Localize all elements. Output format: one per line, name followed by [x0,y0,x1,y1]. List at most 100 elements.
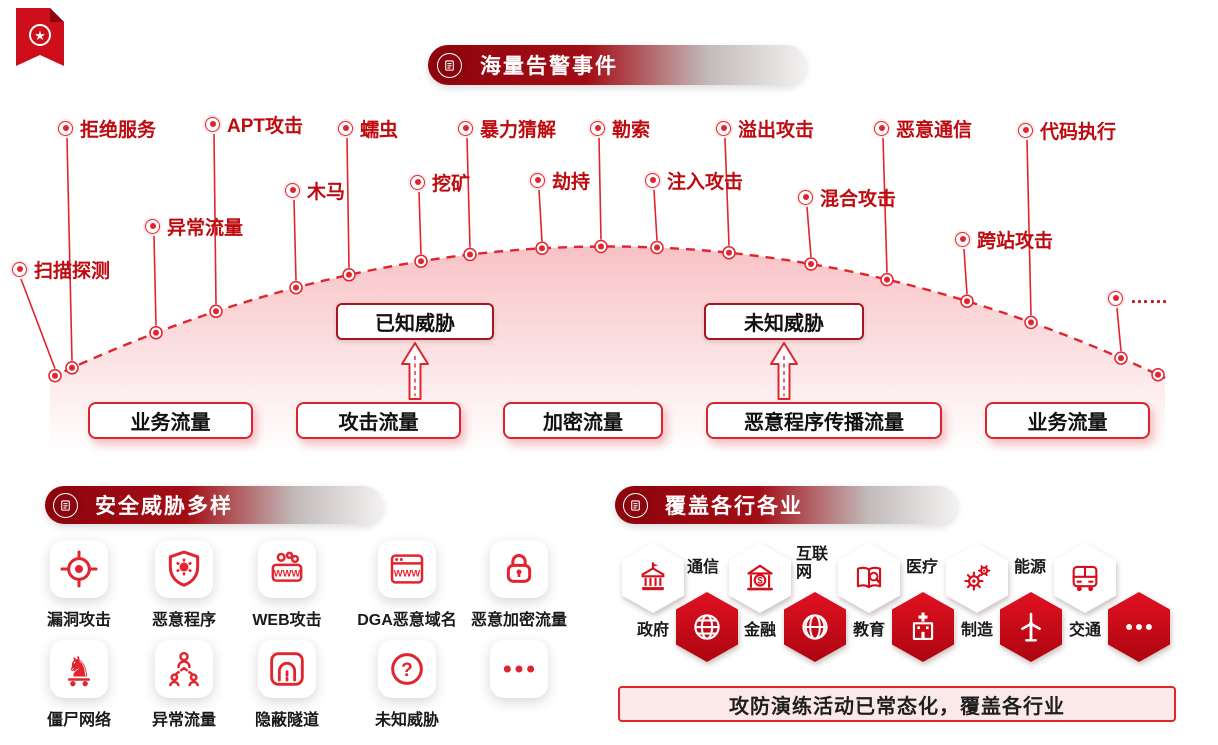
industry-label: 通信 [687,559,720,576]
threat-label: 拒绝服务 [58,117,157,141]
bus-icon [1068,561,1102,595]
svg-text:?: ? [401,660,413,681]
industry-hex-red [676,592,738,662]
threat-card [490,540,548,598]
threat-card-label: 漏洞攻击 [46,612,112,629]
threat-card-label: 恶意程序 [151,612,217,629]
threat-label: 勒索 [590,117,651,141]
threat-label: 暴力猜解 [458,117,557,141]
target-icon [59,549,99,589]
threat-label: 蠕虫 [338,117,399,141]
industry-hex-white [622,543,684,613]
threat-name: 注入攻击 [667,171,744,193]
industry-hex-white [838,543,900,613]
question-icon: ? [387,649,427,689]
education-icon [852,561,886,595]
threat-name: 混合攻击 [820,188,897,210]
hospital-icon [906,610,940,644]
threat-card: WWW [378,540,436,598]
abnormal-traffic-icon [164,649,204,689]
category-box: 未知威胁 [704,303,864,340]
threat-card-label: 僵尸网络 [46,712,112,729]
alert-dot-icon [1108,290,1123,306]
alert-dot-icon [458,120,473,136]
industry-hex-red [892,592,954,662]
alert-dot-icon [1018,122,1033,138]
threat-card: ? [378,640,436,698]
threat-label: APT攻击 [205,113,303,137]
report-icon [432,48,466,82]
industry-hex-red [1000,592,1062,662]
web-attack-icon: WWW [267,549,307,589]
alert-dot-icon [590,120,605,136]
ribbon-fold [50,8,64,22]
alert-dot-icon [285,182,300,198]
threat-label: 劫持 [530,169,590,193]
alert-dot-icon [338,120,353,136]
alert-dot-icon [58,120,73,136]
flow-box: 业务流量 [985,402,1150,439]
svg-text:♞: ♞ [66,651,91,684]
threat-name: 异常流量 [167,217,244,239]
alert-header: 海量告警事件 [428,45,806,85]
lock-icon [499,549,539,589]
threat-card-label: 异常流量 [151,712,217,729]
threat-label: 木马 [285,179,346,203]
flow-box: 恶意程序传播流量 [706,402,942,439]
alert-dot-icon [716,120,731,136]
threat-name: 暴力猜解 [480,119,557,141]
alert-dot-icon [530,172,545,188]
industry-label: 医疗 [906,559,939,576]
threat-card-label: 恶意加密流量 [470,612,568,629]
threat-card [155,540,213,598]
star-icon: ★ [34,29,46,44]
threat-label: 扫描探测 [12,258,111,282]
industry-label: 政府 [636,622,670,639]
threat-name: 拒绝服务 [80,119,157,141]
threat-card-label: DGA恶意域名 [357,612,457,629]
flow-box: 攻击流量 [296,402,461,439]
ribbon-shape [16,8,64,66]
industry-hex-white [946,543,1008,613]
threat-label: 混合攻击 [798,186,897,210]
star-ring [29,24,51,46]
threat-label: 溢出攻击 [716,117,814,141]
alert-dot-icon [645,172,660,188]
category-box: 已知威胁 [336,303,494,340]
industry-label: 能源 [1014,559,1047,576]
industry-hex-white [1054,543,1116,613]
threat-card: WWW [258,540,316,598]
threat-label: 恶意通信 [874,117,972,141]
threat-name: 跨站攻击 [977,230,1054,252]
threat-name: …… [1130,287,1168,308]
threat-label: 注入攻击 [645,169,744,193]
industry-section-title: 覆盖各行各业 [665,495,803,518]
trojan-horse-icon: ♞ [59,649,99,689]
threat-name: 蠕虫 [360,119,399,141]
threat-card-label: WEB攻击 [252,612,322,629]
bank-icon: $ [743,561,777,595]
threat-name: 挖矿 [432,173,471,195]
industry-label: 互联网 [796,546,829,582]
alert-title: 海量告警事件 [480,55,618,78]
flow-box: 加密流量 [503,402,663,439]
threat-card-label: 隐蔽隧道 [254,712,320,729]
threat-card: ♞ [50,640,108,698]
drill-banner: 攻防演练活动已常态化，覆盖各行业 [618,686,1176,722]
threat-section-title: 安全威胁多样 [95,495,233,518]
dots-icon [499,649,539,689]
threat-name: 代码执行 [1040,121,1117,143]
industry-label: 教育 [852,622,886,639]
threat-name: 勒索 [612,119,651,141]
threat-card [258,640,316,698]
threat-label: …… [1108,287,1168,309]
threat-card-label: 未知威胁 [374,712,440,729]
industry-hex-red [1108,592,1170,662]
threat-name: 木马 [307,181,346,203]
industry-hex-red [784,592,846,662]
corner-ribbon: ★ [16,8,64,66]
industry-hex-white: $ [729,543,791,613]
threat-name: 扫描探测 [34,260,111,282]
